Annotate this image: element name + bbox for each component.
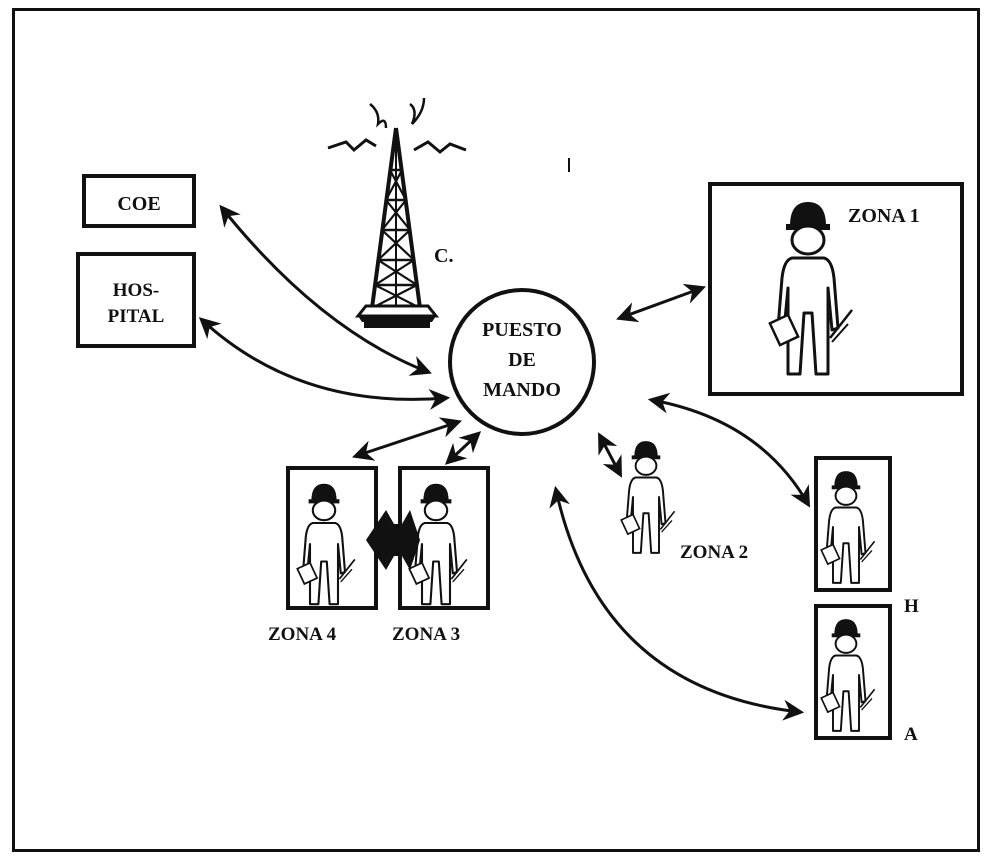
- worker-with-helmet-icon: [768, 200, 854, 376]
- zona3-label: ZONA 3: [392, 624, 460, 645]
- arrow-center-zona2: [598, 432, 622, 478]
- h-box: [814, 456, 892, 592]
- radio-tower-icon: [327, 97, 467, 328]
- arrow-zona4-center: [352, 417, 462, 461]
- puesto-de-mando-circle: PUESTO DE MANDO: [448, 288, 596, 436]
- center-label-line3: MANDO: [483, 379, 561, 401]
- arrows: [198, 204, 811, 721]
- h-label: H: [904, 596, 919, 617]
- worker-with-helmet-icon: [620, 440, 676, 554]
- a-box: [814, 604, 892, 740]
- arrow-center-a: [549, 485, 805, 721]
- arrow-center-zona1: [616, 283, 706, 323]
- worker-with-helmet-icon: [820, 618, 876, 732]
- arrow-zona3-center: [444, 431, 482, 465]
- zona4-box: [286, 466, 378, 610]
- a-label: A: [904, 724, 918, 745]
- center-label-line2: DE: [508, 349, 536, 371]
- arrow-hospital-center: [198, 317, 451, 410]
- zona1-label: ZONA 1: [848, 205, 920, 227]
- worker-with-helmet-icon: [296, 482, 356, 606]
- double-arrow-icon: [366, 510, 420, 570]
- worker-with-helmet-icon: [820, 470, 876, 584]
- arrow-center-h: [647, 392, 811, 508]
- hospital-label-line2: PITAL: [108, 306, 165, 327]
- tower-label: C.: [434, 245, 453, 267]
- zona2-label: ZONA 2: [680, 542, 748, 563]
- zona1-box: ZONA 1: [708, 182, 964, 396]
- zona4-label: ZONA 4: [268, 624, 337, 645]
- coe-box: COE: [82, 174, 196, 228]
- hospital-label-line1: HOS-: [113, 280, 159, 301]
- center-label-line1: PUESTO: [482, 319, 562, 341]
- coe-label: COE: [117, 193, 160, 215]
- arrow-coe-center: [219, 204, 432, 376]
- hospital-box: HOS- PITAL: [76, 252, 196, 348]
